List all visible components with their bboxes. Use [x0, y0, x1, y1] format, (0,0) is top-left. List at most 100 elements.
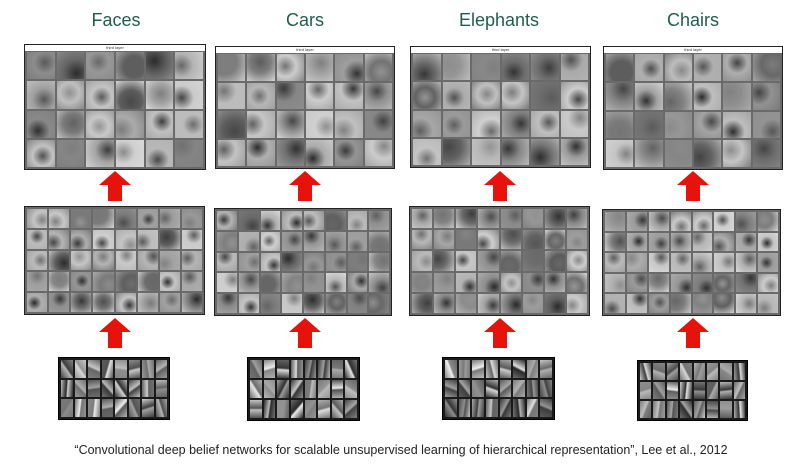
feature-tile	[49, 293, 70, 312]
feature-tile	[277, 400, 289, 418]
feature-tile	[456, 293, 477, 313]
arrow-up-icon	[484, 318, 516, 348]
feature-tile	[692, 294, 713, 313]
feature-tile	[304, 400, 317, 418]
cars-object-layer-panel: third layer	[215, 46, 395, 169]
column-title-faces: Faces	[91, 10, 141, 30]
feature-tile	[325, 231, 346, 251]
feature-tile	[325, 294, 346, 313]
feature-tile	[412, 251, 433, 271]
elephants-object-layer-panel: third layer	[410, 46, 591, 168]
feature-tile	[318, 400, 330, 418]
feature-tile	[472, 82, 500, 109]
feature-tile	[472, 54, 500, 81]
feature-tile	[175, 110, 203, 138]
feature-tile	[626, 273, 647, 293]
feature-tile	[566, 251, 587, 271]
feature-tile	[238, 273, 259, 293]
feature-tile	[159, 209, 180, 228]
feature-tile	[640, 401, 652, 418]
feature-tile	[560, 110, 588, 137]
feature-tile	[566, 272, 587, 292]
feature-tile	[723, 111, 751, 139]
feature-tile	[88, 399, 100, 417]
feature-tile	[478, 230, 499, 250]
feature-tile	[653, 401, 665, 418]
feature-tile	[306, 82, 334, 109]
feature-tile	[181, 293, 202, 312]
feature-tile	[115, 360, 127, 378]
feature-tile	[513, 379, 525, 398]
arrow-up-icon	[677, 171, 709, 201]
feature-tile	[526, 360, 539, 378]
feature-tile	[282, 231, 302, 251]
feature-tile	[560, 82, 588, 109]
layer-caption: third layer	[25, 45, 205, 51]
feature-tile	[318, 380, 330, 398]
feature-tile	[290, 380, 303, 398]
feature-tile	[442, 138, 470, 165]
feature-tile	[238, 231, 259, 251]
feature-tile	[478, 272, 499, 292]
feature-tile	[522, 272, 543, 292]
feature-tile	[513, 399, 525, 417]
feature-tile	[736, 232, 757, 252]
feature-tile	[325, 211, 346, 230]
feature-tile	[93, 251, 114, 270]
feature-tile	[86, 139, 114, 167]
feature-tile	[499, 360, 512, 378]
feature-tile	[670, 253, 691, 272]
feature-tile	[74, 399, 86, 417]
feature-tile	[456, 272, 477, 292]
feature-tile	[540, 360, 552, 378]
column-title-elephants: Elephants	[458, 10, 540, 30]
feature-tile	[364, 82, 392, 109]
feature-tile	[159, 230, 180, 249]
feature-tile	[250, 380, 262, 398]
feature-tile	[145, 52, 174, 80]
feature-tile	[347, 252, 368, 272]
feature-tile	[304, 252, 324, 272]
feature-tile	[445, 379, 457, 398]
feature-tile	[413, 110, 441, 137]
feature-tile	[145, 110, 174, 138]
feature-tile	[434, 230, 455, 250]
feature-tile	[115, 379, 127, 398]
feature-tile	[472, 379, 484, 398]
feature-tile	[217, 211, 237, 230]
feature-tile	[247, 139, 275, 166]
feature-tile	[304, 231, 324, 251]
feature-tile	[335, 54, 363, 81]
feature-tile	[666, 401, 679, 418]
feature-tile	[723, 54, 751, 81]
feature-tile	[526, 399, 539, 417]
feature-tile	[522, 209, 543, 229]
feature-tile	[56, 139, 85, 167]
feature-tile	[412, 230, 433, 250]
feature-tile	[115, 139, 144, 167]
feature-tile	[653, 382, 665, 399]
feature-tile	[345, 400, 357, 418]
feature-tile	[86, 52, 114, 80]
feature-tile	[560, 138, 588, 165]
feature-tile	[626, 253, 647, 272]
feature-tile	[605, 212, 625, 231]
feature-tile	[714, 212, 735, 231]
feature-tile	[335, 111, 363, 138]
feature-tile	[71, 209, 92, 228]
feature-tile	[277, 380, 289, 398]
feature-tile	[605, 294, 625, 313]
feature-tile	[456, 251, 477, 271]
feature-tile	[434, 272, 455, 292]
feature-tile	[369, 231, 389, 251]
feature-tile	[758, 212, 778, 231]
feature-tile	[238, 252, 259, 272]
feature-tile	[693, 382, 705, 399]
feature-tile	[218, 82, 246, 109]
feature-tile	[181, 272, 202, 291]
feature-tile	[605, 273, 625, 293]
feature-tile	[413, 82, 441, 109]
feature-tile	[101, 379, 113, 398]
layer-caption: third layer	[604, 47, 782, 53]
feature-tile	[412, 293, 433, 313]
